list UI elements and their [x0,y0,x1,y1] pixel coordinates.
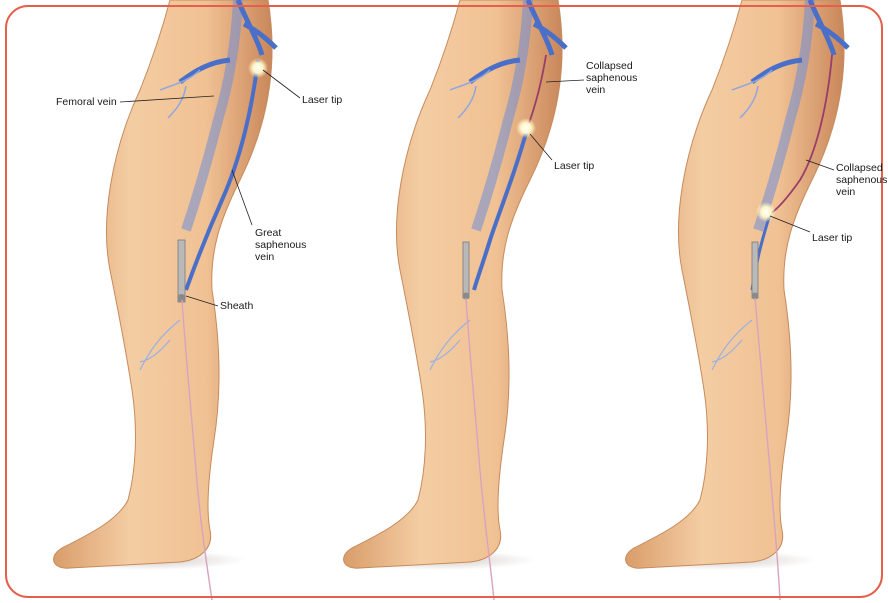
leg-panel-2 [344,0,584,600]
label-laser-tip-2: Laser tip [554,160,594,172]
label-great-saphenous-vein: Great saphenous vein [255,227,306,263]
leg-1-shape [54,0,273,568]
sheath-3 [752,242,758,298]
label-laser-tip-3: Laser tip [812,232,852,244]
label-collapsed-saphenous-vein-3: Collapsed saphenous vein [836,162,887,198]
leg-3-shape [626,0,845,568]
sheath-2 [463,242,469,298]
sheath-1 [178,240,185,302]
leg-panel-1 [54,0,300,600]
leg-2-shape [344,0,563,568]
label-femoral-vein: Femoral vein [56,96,117,108]
laser-tip-glow-3 [756,202,776,222]
leg-panel-3 [625,0,848,600]
label-laser-tip-1: Laser tip [302,94,342,106]
label-sheath: Sheath [220,300,253,312]
label-collapsed-saphenous-vein-2: Collapsed saphenous vein [586,60,637,96]
laser-tip-glow-1 [248,58,268,78]
laser-tip-glow-2 [516,118,536,138]
